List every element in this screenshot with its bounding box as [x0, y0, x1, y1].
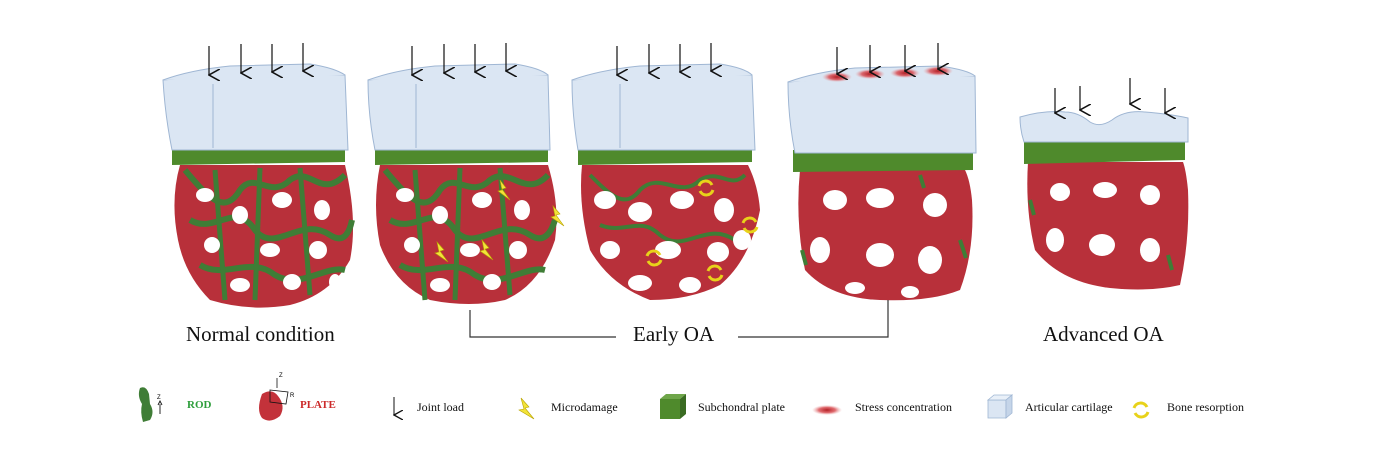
trabecular-bone-normal [174, 165, 355, 308]
legend-microdamage-label: Microdamage [551, 400, 618, 414]
articular-cartilage-early-3 [787, 75, 977, 154]
stage-label-advanced: Advanced OA [1043, 322, 1164, 346]
legend-icons: Z Z R [138, 373, 1150, 422]
legend-resorption-label: Bone resorption [1167, 400, 1244, 414]
articular-cartilage-early-2 [571, 73, 756, 151]
red-ellipse-icon [812, 405, 842, 415]
joint-load-arrows-normal [209, 43, 303, 75]
trabecular-bone-early-1 [376, 165, 558, 304]
block-normal [162, 43, 355, 308]
stage-label-early: Early OA [633, 322, 715, 346]
subchondral-plate-early-2 [578, 147, 752, 165]
articular-cartilage-advanced [1019, 111, 1189, 143]
subchondral-plate-early-1 [375, 147, 548, 165]
joint-load-arrows-advanced [1055, 78, 1165, 113]
rod-icon: Z [138, 387, 163, 422]
subchondral-plate-normal [172, 147, 345, 165]
legend-plate-label: PLATE [300, 399, 336, 411]
trabecular-bone-early-2 [581, 165, 760, 300]
block-advanced [1019, 78, 1189, 290]
subchondral-plate-advanced [1024, 140, 1185, 164]
legend-joint-load-label: Joint load [417, 400, 464, 414]
early-oa-bracket [469, 300, 889, 338]
joint-load-arrows-early-2 [617, 43, 711, 75]
legend-stress-label: Stress concentration [855, 400, 952, 414]
legend-cartilage-label: Articular cartilage [1025, 400, 1113, 414]
bone-resorption-marks [645, 179, 759, 282]
svg-text:Z: Z [279, 373, 283, 379]
green-cube-icon [660, 394, 686, 419]
articular-cartilage-early-1 [367, 73, 551, 151]
joint-load-arrows-early-1 [412, 43, 506, 75]
blue-cube-icon [986, 394, 1014, 419]
legend-rod-label: ROD [187, 399, 212, 411]
circular-arrows-icon [1132, 401, 1150, 419]
block-early-2 [571, 43, 760, 300]
trabecular-bone-early-3 [798, 170, 973, 301]
joint-load-arrows-early-3 [837, 43, 938, 74]
svg-text:R: R [290, 393, 295, 399]
lightning-bolt-icon [518, 397, 535, 420]
microdamage-marks [434, 179, 565, 263]
trabecular-bone-advanced [1027, 162, 1189, 290]
subchondral-plate-early-3 [793, 150, 973, 172]
block-early-1 [367, 43, 565, 304]
stage-label-normal: Normal condition [186, 322, 335, 346]
legend-subchondral-label: Subchondral plate [698, 400, 785, 414]
block-early-3 [787, 43, 977, 301]
articular-cartilage-normal [162, 73, 349, 151]
svg-text:Z: Z [157, 395, 161, 401]
plate-icon: Z R [259, 373, 295, 421]
